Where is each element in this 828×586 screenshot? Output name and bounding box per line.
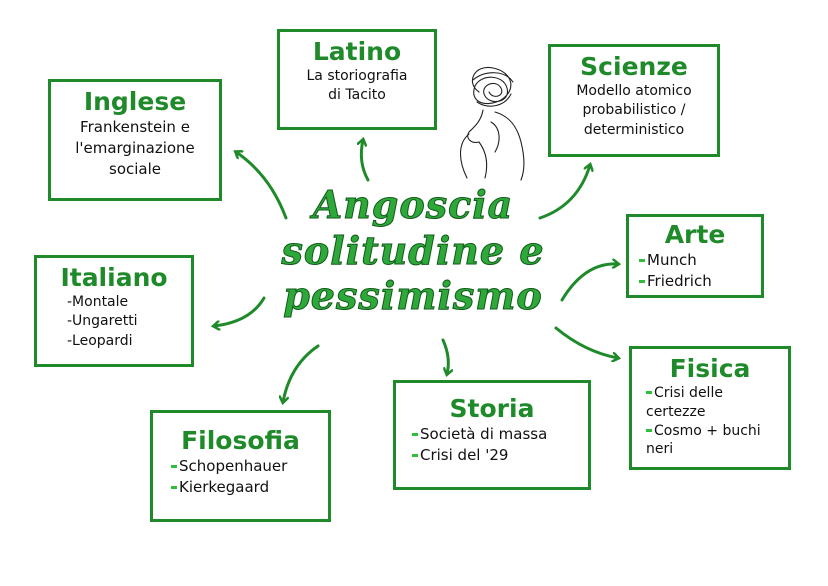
bullet-marker	[639, 279, 645, 283]
box-latino: Latino La storiografia di Tacito	[277, 29, 437, 130]
italiano-item: -Montale	[67, 293, 129, 310]
central-topic-line-1: Angoscia	[312, 182, 514, 228]
bullet-marker	[412, 453, 418, 457]
latino-line: La storiografia	[306, 67, 408, 84]
arrow-to-arte	[560, 264, 618, 302]
arrow-to-italiano	[214, 296, 266, 326]
storia-item: Crisi del '29	[420, 445, 509, 464]
box-fisica: Fisica Crisi delle certezze Cosmo + buch…	[629, 346, 791, 470]
latino-line: di Tacito	[328, 87, 386, 104]
arrow-to-filosofia	[283, 344, 320, 402]
inglese-line: sociale	[109, 159, 161, 178]
arrow-to-storia	[441, 338, 448, 374]
inglese-line: Frankenstein e	[80, 117, 190, 136]
box-arte: Arte Munch Friedrich	[626, 214, 764, 298]
scienze-line: Modello atomico	[576, 82, 692, 99]
filosofia-item: Schopenhauer	[179, 456, 288, 475]
storia-item: Società di massa	[420, 424, 548, 443]
central-topic: Angoscia solitudine e pessimismo	[248, 182, 578, 319]
bullet-marker	[639, 258, 645, 262]
scienze-line: probabilistico /	[582, 102, 686, 119]
italiano-item: -Leopardi	[67, 332, 133, 349]
filosofia-title: Filosofia	[181, 426, 300, 455]
bullet-marker	[646, 391, 652, 395]
arrow-to-latino	[361, 140, 370, 182]
latino-title: Latino	[312, 37, 402, 66]
arrow-to-inglese	[236, 152, 288, 220]
fisica-item-cont: certezze	[646, 403, 706, 420]
arrow-to-fisica	[554, 326, 618, 358]
bullet-marker	[171, 485, 177, 489]
box-inglese: Inglese Frankenstein e l'emarginazione s…	[48, 79, 222, 201]
box-scienze: Scienze Modello atomico probabilistico /…	[548, 44, 720, 157]
bullet-marker	[646, 429, 652, 433]
central-topic-line-2: solitudine e	[281, 227, 545, 273]
box-storia: Storia Società di massa Crisi del '29	[393, 380, 591, 490]
fisica-item-cont: neri	[646, 441, 674, 458]
box-italiano: Italiano -Montale -Ungaretti -Leopardi	[34, 255, 194, 367]
fisica-title: Fisica	[669, 354, 751, 383]
thinking-person-icon	[459, 66, 525, 181]
bullet-marker	[412, 432, 418, 436]
scienze-line: deterministico	[583, 121, 685, 138]
filosofia-item: Kierkegaard	[179, 477, 270, 496]
arrow-to-scienze	[538, 165, 590, 220]
fisica-item: Crisi delle	[654, 384, 723, 401]
storia-title: Storia	[449, 394, 535, 423]
arte-item: Munch	[647, 250, 697, 269]
bullet-marker	[171, 464, 177, 468]
italiano-title: Italiano	[60, 263, 168, 292]
inglese-line: l'emarginazione	[75, 138, 195, 157]
italiano-item: -Ungaretti	[67, 313, 138, 330]
inglese-title: Inglese	[83, 87, 187, 116]
scienze-title: Scienze	[580, 52, 688, 81]
box-filosofia: Filosofia Schopenhauer Kierkegaard	[150, 410, 331, 522]
arte-title: Arte	[664, 220, 726, 249]
fisica-item: Cosmo + buchi	[654, 422, 761, 439]
arte-item: Friedrich	[647, 271, 712, 290]
central-topic-line-3: pessimismo	[283, 273, 543, 319]
